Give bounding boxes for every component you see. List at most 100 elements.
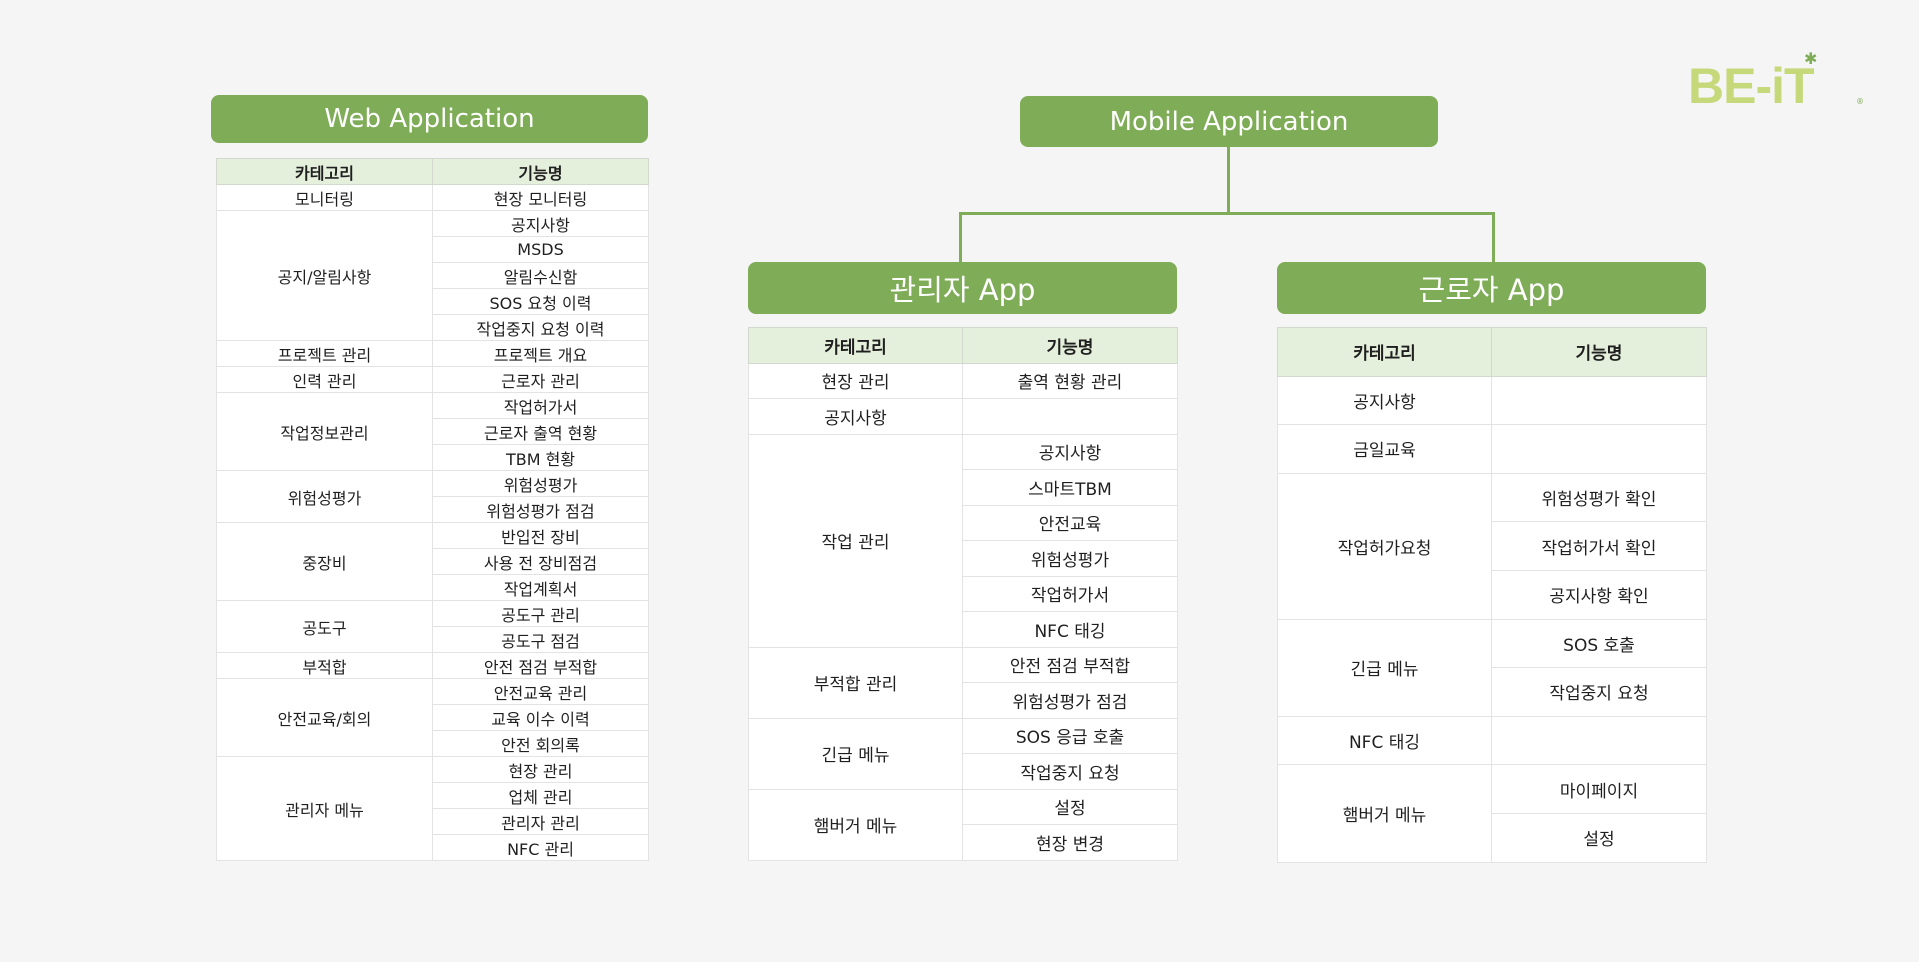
feature-cell: 현장 모니터링 [432,184,649,211]
feature-cell: 공도구 점검 [432,626,649,653]
feature-cell: SOS 호출 [1491,618,1707,669]
mobile-app-title: Mobile Application [1020,96,1438,147]
table-row: 공지사항 [1277,375,1707,426]
feature-cell: 안전교육 관리 [432,678,649,705]
feature-cell: 업체 관리 [432,782,649,809]
feature-header: 기능명 [962,327,1178,364]
table-row: 공도구 점검 [217,626,649,653]
feature-cell: 스마트TBM [962,469,1178,506]
feature-cell [1491,375,1707,426]
feature-cell: MSDS [432,236,649,263]
feature-cell: 작업중지 요청 [1491,667,1707,717]
connector-right-drop [1492,212,1495,263]
feature-cell: 안전교육 [962,504,1178,541]
feature-cell: NFC 태깅 [962,611,1178,648]
table-row: 관리자 관리 [217,808,649,835]
table-row: 사용 전 장비점검 [217,548,649,575]
table-row: 스마트TBM [749,469,1178,506]
table-row: NFC 관리 [217,834,649,861]
feature-cell: SOS 응급 호출 [962,717,1178,754]
category-cell: 작업 관리 [748,433,963,648]
table-row: 근로자 출역 현황 [217,418,649,445]
feature-cell: 공지사항 확인 [1491,569,1707,620]
worker-app-title: 근로자 App [1277,262,1706,314]
feature-cell: 설정 [1491,812,1707,863]
feature-cell: 위험성평가 점검 [962,682,1178,719]
svg-text:BE-iT: BE-iT [1688,58,1814,112]
category-cell: 햄버거 메뉴 [1277,764,1492,863]
category-cell: 모니터링 [216,184,433,211]
feature-cell: NFC 관리 [432,834,649,861]
category-cell: 공도구 [216,600,433,653]
category-cell: 금일교육 [1277,424,1492,474]
table-row: 업체 관리 [217,782,649,809]
connector-vertical [1227,147,1230,214]
table-row: NFC 태깅 [749,611,1178,648]
feature-cell: 프로젝트 개요 [432,340,649,367]
feature-cell: 작업중지 요청 [962,753,1178,790]
category-cell: 중장비 [216,522,433,601]
table-row: 작업중지 요청 이력 [217,314,649,341]
feature-cell [1491,715,1707,766]
feature-cell: 반입전 장비 [432,522,649,549]
category-cell: 현장 관리 [748,362,963,399]
table-row: 안전교육 [749,504,1178,541]
category-cell: NFC 태깅 [1277,715,1492,766]
table-row: 위험성평가 점검 [749,682,1178,719]
feature-cell: 안전 회의록 [432,730,649,757]
category-cell: 햄버거 메뉴 [748,788,963,861]
table-row: 현장 변경 [749,824,1178,861]
feature-cell: 근로자 관리 [432,366,649,393]
table-row: 금일교육 [1277,424,1707,474]
category-cell: 부적합 [216,652,433,679]
feature-cell: 위험성평가 점검 [432,496,649,523]
table-row: 설정 [1278,812,1707,863]
connector-left-drop [959,212,962,263]
feature-cell: 현장 변경 [962,824,1178,861]
category-cell: 공지사항 [748,398,963,435]
feature-cell: 근로자 출역 현황 [432,418,649,445]
feature-cell: 공도구 관리 [432,600,649,627]
feature-cell: 관리자 관리 [432,808,649,835]
category-cell: 위험성평가 [216,470,433,523]
feature-cell: 안전 점검 부적합 [962,646,1178,683]
table-row: 공지사항 [748,398,1178,435]
category-header: 카테고리 [1277,327,1492,377]
table-row: MSDS [217,236,649,263]
feature-header: 기능명 [1491,327,1707,377]
admin-app-title: 관리자 App [748,262,1177,314]
be-it-logo: BE-iT ✱ ® [1688,50,1864,112]
table-row: 작업계획서 [217,574,649,601]
category-cell: 부적합 관리 [748,646,963,719]
category-cell: 작업허가요청 [1277,472,1492,620]
category-cell: 공지사항 [1277,375,1492,426]
feature-cell: 위험성평가 확인 [1491,472,1707,523]
category-cell: 프로젝트 관리 [216,340,433,367]
table-row: 위험성평가 점검 [217,496,649,523]
feature-cell: 공지사항 [432,210,649,237]
feature-cell: SOS 요청 이력 [432,288,649,315]
feature-cell: 위험성평가 [962,540,1178,577]
registered-icon: ® [1856,97,1864,106]
feature-header: 기능명 [432,158,649,185]
table-row: 알림수신함 [217,262,649,289]
feature-cell: 작업중지 요청 이력 [432,314,649,341]
